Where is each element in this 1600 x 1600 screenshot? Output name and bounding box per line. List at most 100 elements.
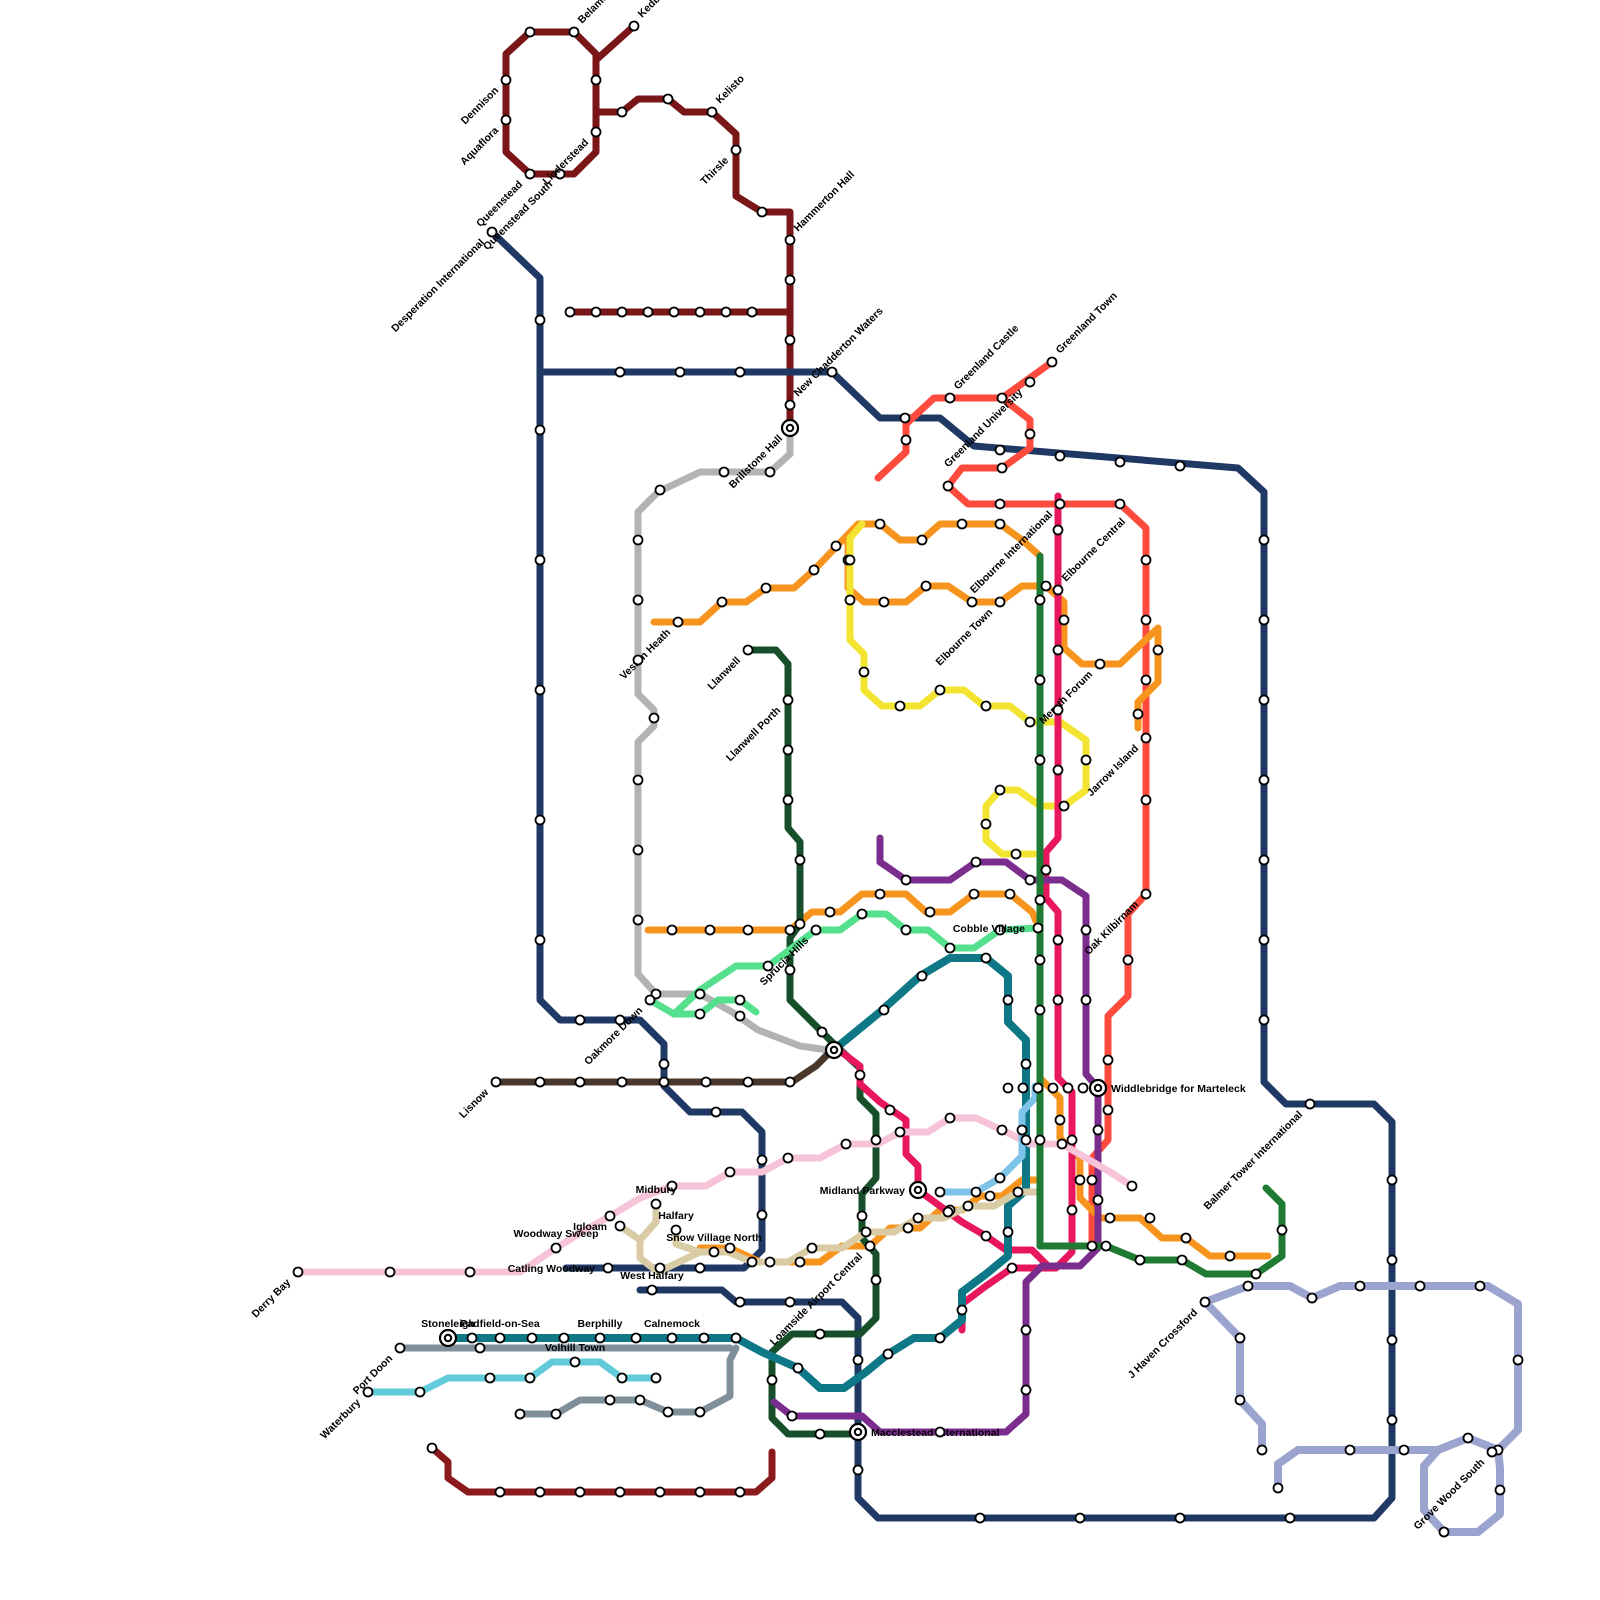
- station-label: Cobble Village: [953, 923, 1025, 935]
- station-marker: [602, 1262, 614, 1274]
- station-marker: [474, 1342, 486, 1354]
- station-label: Catling Woodway: [508, 1263, 595, 1275]
- station-marker: [1020, 1058, 1032, 1070]
- station-marker: [1032, 922, 1044, 934]
- station-marker: [616, 306, 628, 318]
- station-marker: [718, 466, 730, 478]
- station-marker: [654, 1262, 666, 1274]
- station-marker: [782, 694, 794, 706]
- station-marker: [630, 1332, 642, 1344]
- station-marker: [1024, 716, 1036, 728]
- station-marker: [662, 93, 674, 105]
- station-marker: [853, 1427, 863, 1437]
- station-marker: [616, 106, 628, 118]
- station-marker: [1024, 428, 1036, 440]
- station-marker: [784, 924, 796, 936]
- line-maroon: [502, 28, 600, 178]
- station-marker: [362, 1386, 374, 1398]
- station-marker: [882, 1348, 894, 1360]
- station-marker: [810, 924, 822, 936]
- station-marker: [708, 1246, 720, 1258]
- station-marker: [1056, 1138, 1068, 1150]
- station-marker: [1414, 1280, 1426, 1292]
- station-marker: [1024, 874, 1036, 886]
- station-marker: [632, 594, 644, 606]
- station-marker: [830, 540, 842, 552]
- station-marker: [1100, 1240, 1112, 1252]
- station-marker: [1020, 1324, 1032, 1336]
- station-marker: [1174, 1512, 1186, 1524]
- station-marker: [784, 334, 796, 346]
- station-marker: [899, 412, 911, 424]
- station-label: Mereth Forum: [1037, 669, 1095, 727]
- station-marker: [614, 1220, 626, 1232]
- station-marker: [724, 1166, 736, 1178]
- station-marker: [694, 988, 706, 1000]
- station-marker: [996, 1124, 1008, 1136]
- station-marker: [994, 596, 1006, 608]
- station-marker: [524, 1372, 536, 1384]
- station-label: Stoneleigh: [421, 1318, 475, 1330]
- station-marker: [666, 1332, 678, 1344]
- station-label: Aquaflora: [458, 125, 501, 168]
- station-marker: [1066, 1204, 1078, 1216]
- station-marker: [994, 444, 1006, 456]
- station-marker: [944, 1112, 956, 1124]
- station-marker: [1002, 1226, 1014, 1238]
- line-crimson: [832, 1044, 1052, 1270]
- station-marker: [1398, 1444, 1410, 1456]
- station-marker: [980, 818, 992, 830]
- station-marker: [1054, 450, 1066, 462]
- station-marker: [698, 1332, 710, 1344]
- station-marker: [654, 1486, 666, 1498]
- line-mint: [670, 910, 1042, 1018]
- station-marker: [1234, 1394, 1246, 1406]
- station-marker: [716, 596, 728, 608]
- station-marker: [934, 1426, 946, 1438]
- station-marker: [746, 1256, 758, 1268]
- station-label: Midland Parkway: [820, 1185, 905, 1197]
- line-red: [874, 394, 1150, 1250]
- station-marker: [966, 596, 978, 608]
- station-marker: [784, 964, 796, 976]
- station-marker: [534, 1486, 546, 1498]
- station-marker: [1074, 1174, 1086, 1186]
- station-marker: [1140, 888, 1152, 900]
- station-marker: [1152, 644, 1164, 656]
- station-marker: [916, 970, 928, 982]
- line-orange: [844, 520, 1162, 732]
- station-marker: [956, 518, 968, 530]
- station-marker: [856, 908, 868, 920]
- station-marker: [934, 1186, 946, 1198]
- station-marker: [1462, 1432, 1474, 1444]
- station-label: Llanwell Porth: [724, 705, 783, 764]
- station-marker: [1077, 1082, 1089, 1094]
- station-marker: [490, 1076, 502, 1088]
- station-marker: [1024, 376, 1036, 388]
- station-marker: [920, 580, 932, 592]
- station-marker: [1052, 644, 1064, 656]
- station-marker: [785, 423, 795, 433]
- station-marker: [1058, 614, 1070, 626]
- station-marker: [1020, 1134, 1032, 1146]
- line-darkredsouth: [428, 1444, 776, 1496]
- station-marker: [1040, 580, 1052, 592]
- station-label: Kelisto: [714, 73, 747, 106]
- station-marker: [1132, 708, 1144, 720]
- line-brown: [492, 1048, 834, 1086]
- station-marker: [666, 924, 678, 936]
- station-marker: [1474, 1280, 1486, 1292]
- station-marker: [764, 466, 776, 478]
- line-crimson: [958, 492, 1076, 1334]
- station-marker: [746, 306, 758, 318]
- station-marker: [913, 1185, 923, 1195]
- station-marker: [878, 596, 890, 608]
- station-label: Elbourne Central: [1060, 516, 1128, 584]
- station-marker: [1258, 854, 1270, 866]
- station-marker: [484, 1372, 496, 1384]
- station-marker: [1052, 704, 1064, 716]
- station-marker: [1386, 1414, 1398, 1426]
- station-marker: [874, 888, 886, 900]
- station-marker: [1304, 1098, 1316, 1110]
- station-marker: [944, 392, 956, 404]
